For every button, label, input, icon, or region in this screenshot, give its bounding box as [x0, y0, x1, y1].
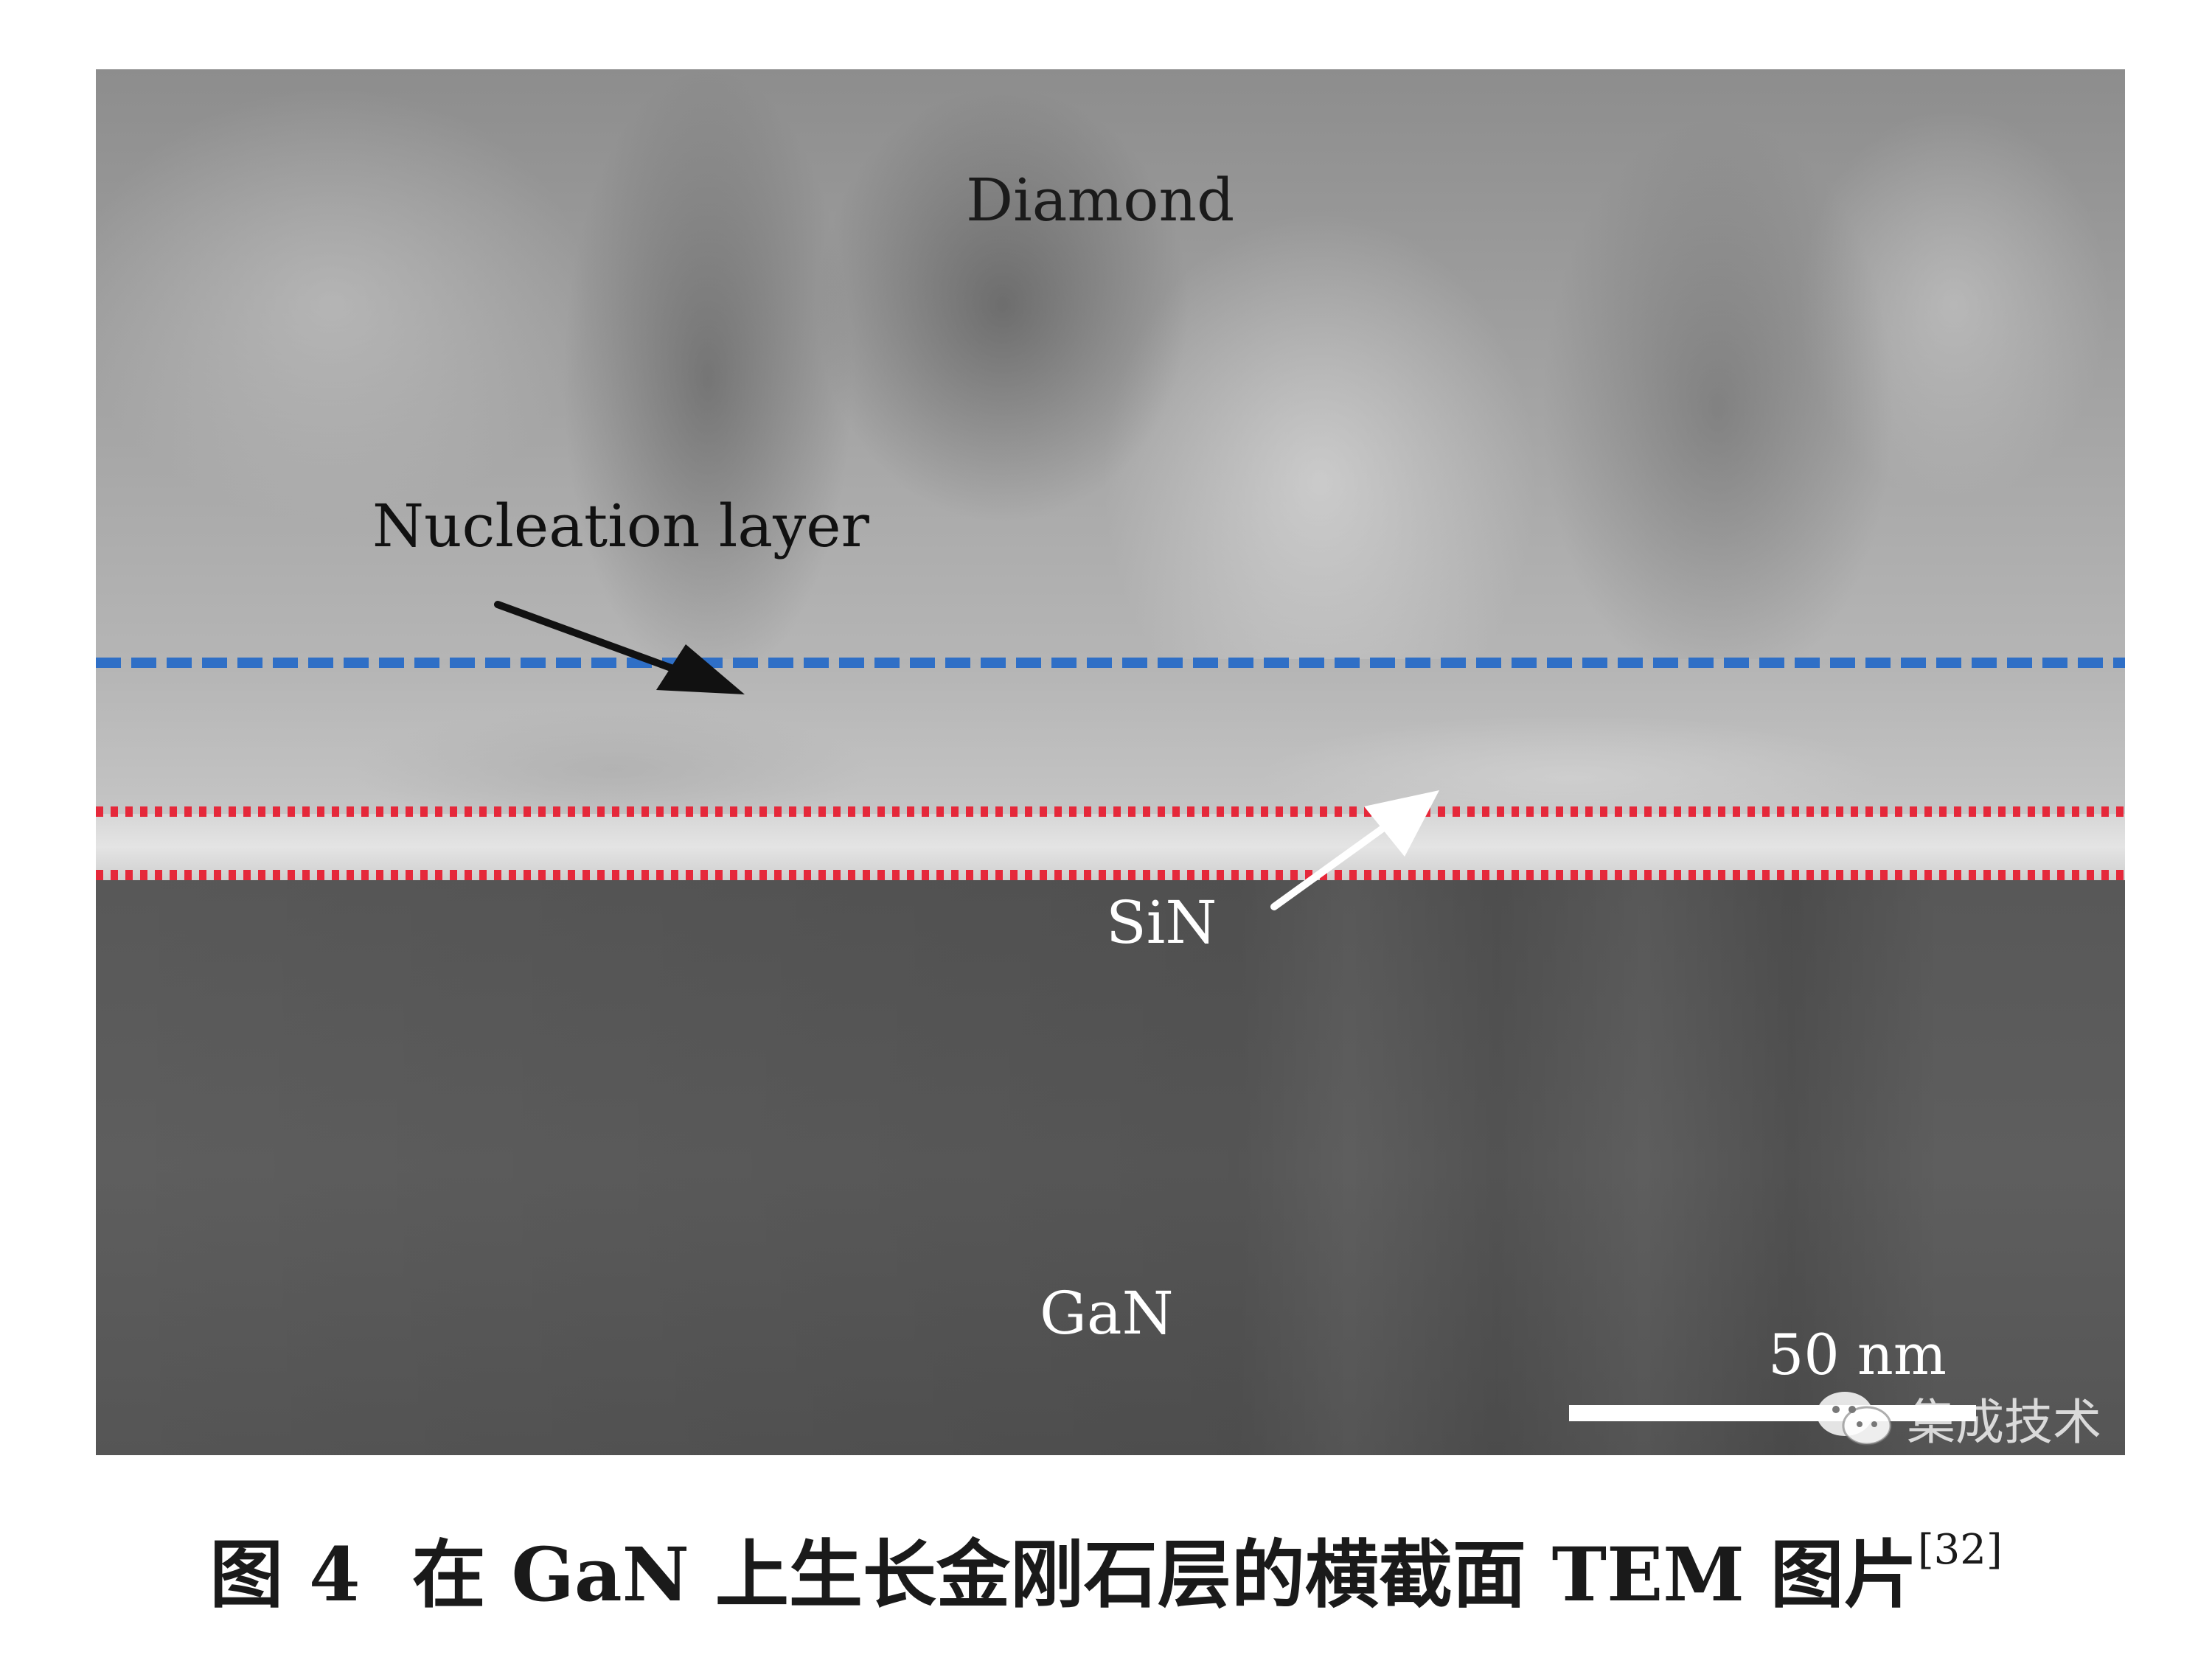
watermark-text: 集成技术 [1907, 1394, 2101, 1451]
sin-top-dotted-line [96, 806, 2125, 817]
sin-region [96, 814, 2125, 880]
gan-region [96, 880, 2125, 1455]
nucleation-arrow-icon [494, 601, 745, 694]
caption-figure-number: 图 4 [209, 1531, 361, 1618]
tem-micrograph: Diamond Nucleation layer SiN GaN 50 nm 集… [96, 69, 2125, 1455]
caption-text: 在 GaN 上生长金刚石层的横截面 TEM 图片 [411, 1531, 1918, 1618]
sin-bottom-dotted-line [96, 870, 2125, 880]
diamond-label: Diamond [966, 166, 1235, 234]
figure-caption: 图 4 在 GaN 上生长金刚石层的横截面 TEM 图片[32] [0, 1515, 2212, 1622]
arrow-overlay [494, 601, 1439, 910]
nucleation-boundary-dashed-line [96, 658, 2125, 668]
caption-reference: [32] [1917, 1526, 2003, 1574]
scale-bar-label: 50 nm [1768, 1322, 1947, 1387]
gan-label: GaN [1040, 1279, 1174, 1348]
watermark: 集成技术 [1814, 1389, 2101, 1451]
nucleation-layer-label: Nucleation layer [372, 492, 869, 560]
sin-label: SiN [1106, 888, 1217, 957]
sin-arrow-icon [1270, 790, 1439, 910]
diamond-region [96, 69, 2125, 659]
wechat-icon [1814, 1389, 1895, 1448]
